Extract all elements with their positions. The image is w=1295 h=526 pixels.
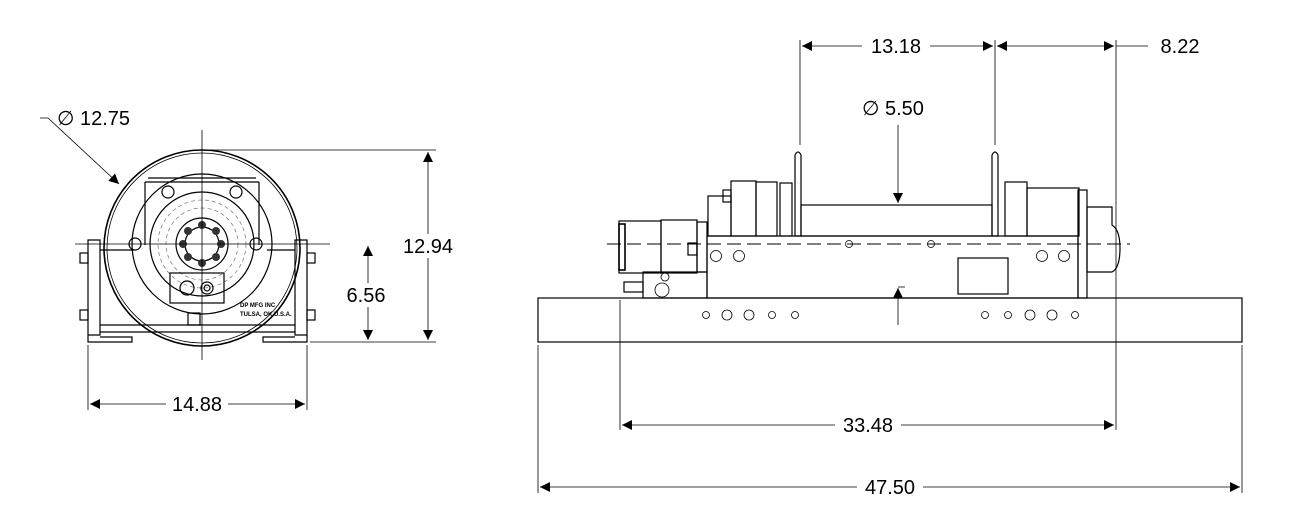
gear-housing — [730, 180, 757, 237]
gear-housing-section — [755, 181, 778, 237]
base-hole — [743, 309, 755, 321]
valve-port — [200, 281, 214, 295]
base-hole — [1024, 309, 1036, 321]
frame-bolt — [733, 250, 745, 262]
drum-bearing-left — [779, 182, 793, 237]
motor-bolt — [212, 227, 220, 235]
drain-plug — [187, 312, 201, 326]
label-background — [862, 34, 930, 58]
side-view — [537, 151, 1243, 343]
label-background — [340, 283, 396, 307]
valve-port — [179, 280, 195, 296]
bolt-head — [79, 309, 89, 321]
drum-bearing-right — [1004, 181, 1028, 237]
nameplate — [957, 257, 1009, 295]
frame-bolt — [1036, 250, 1048, 262]
dim-overall-width: 14.88 — [172, 394, 222, 416]
dim-drum-length: 13.18 — [871, 36, 921, 58]
end-view-dimensions: ∅ 12.75 12.94 6.56 14.88 — [40, 108, 458, 416]
frame-rails — [100, 249, 295, 333]
motor-bolt — [212, 253, 220, 261]
maker-label-line1: DP MFG INC — [240, 303, 276, 309]
dim-right-offset: 8.22 — [1161, 36, 1200, 58]
bolt-head — [306, 309, 316, 321]
brake-valve — [642, 271, 708, 299]
motor-bolt — [184, 253, 192, 261]
motor-body — [660, 219, 698, 274]
label-background — [166, 392, 228, 416]
label-background — [835, 413, 901, 437]
maker-label-line2: TULSA, OK U.S.A. — [240, 312, 292, 318]
bearing-housing — [1026, 187, 1080, 237]
drum-flange-left — [794, 151, 802, 237]
top-bracket — [144, 177, 260, 245]
end-view: DP MFG INC TULSA, OK U.S.A. — [75, 130, 330, 360]
extension-lines — [87, 345, 308, 410]
base-hole — [702, 311, 710, 319]
dim-motor-to-end-length: 33.48 — [843, 415, 893, 437]
base-hole — [721, 309, 733, 321]
base-hole — [791, 311, 799, 319]
motor-bolt — [184, 227, 192, 235]
housing-bolt — [722, 189, 732, 203]
valve-port-inner — [203, 284, 211, 292]
dim-overall-height: 12.94 — [403, 236, 453, 258]
mount-hole — [229, 185, 243, 199]
frame-bolt — [1058, 250, 1070, 262]
valve-block — [169, 272, 225, 304]
base-hole — [1071, 311, 1079, 319]
motor-fitting — [687, 242, 698, 256]
valve-port — [660, 272, 670, 282]
base-feet — [87, 335, 308, 343]
valve-port — [654, 282, 670, 298]
base-hole — [768, 311, 776, 319]
base-skid — [537, 297, 1243, 343]
maker-label: DP MFG INC TULSA, OK U.S.A. — [240, 303, 292, 318]
diameter-leader — [40, 117, 119, 184]
bolt-head — [79, 252, 89, 264]
dim-drum-barrel-diameter: ∅ 5.50 — [862, 98, 924, 120]
base-hole — [1046, 309, 1058, 321]
label-background — [398, 234, 458, 258]
side-view-dimensions: 13.18 8.22 ∅ 5.50 33.48 47.50 — [537, 34, 1243, 499]
mount-hole — [161, 185, 175, 199]
end-cap — [1086, 206, 1121, 273]
drum-barrel — [800, 204, 993, 237]
winch-frame — [706, 235, 1079, 299]
dim-centerline-height: 6.56 — [347, 285, 386, 307]
drum-flange-right — [991, 151, 999, 237]
center-lines — [75, 130, 330, 360]
dim-drum-flange-diameter: ∅ 12.75 — [57, 108, 130, 130]
extension-lines — [537, 40, 1243, 493]
frame-bolt — [710, 250, 722, 262]
base-holes — [702, 309, 1079, 321]
base-hole — [981, 311, 989, 319]
base-hole — [1004, 311, 1012, 319]
motor-end-cap — [618, 223, 626, 271]
bolt-head — [306, 252, 316, 264]
extension-lines — [210, 149, 436, 343]
motor-adapter — [696, 221, 708, 273]
dim-overall-base-length: 47.50 — [865, 477, 915, 499]
label-background — [857, 475, 923, 499]
hydraulic-fitting — [623, 281, 644, 293]
